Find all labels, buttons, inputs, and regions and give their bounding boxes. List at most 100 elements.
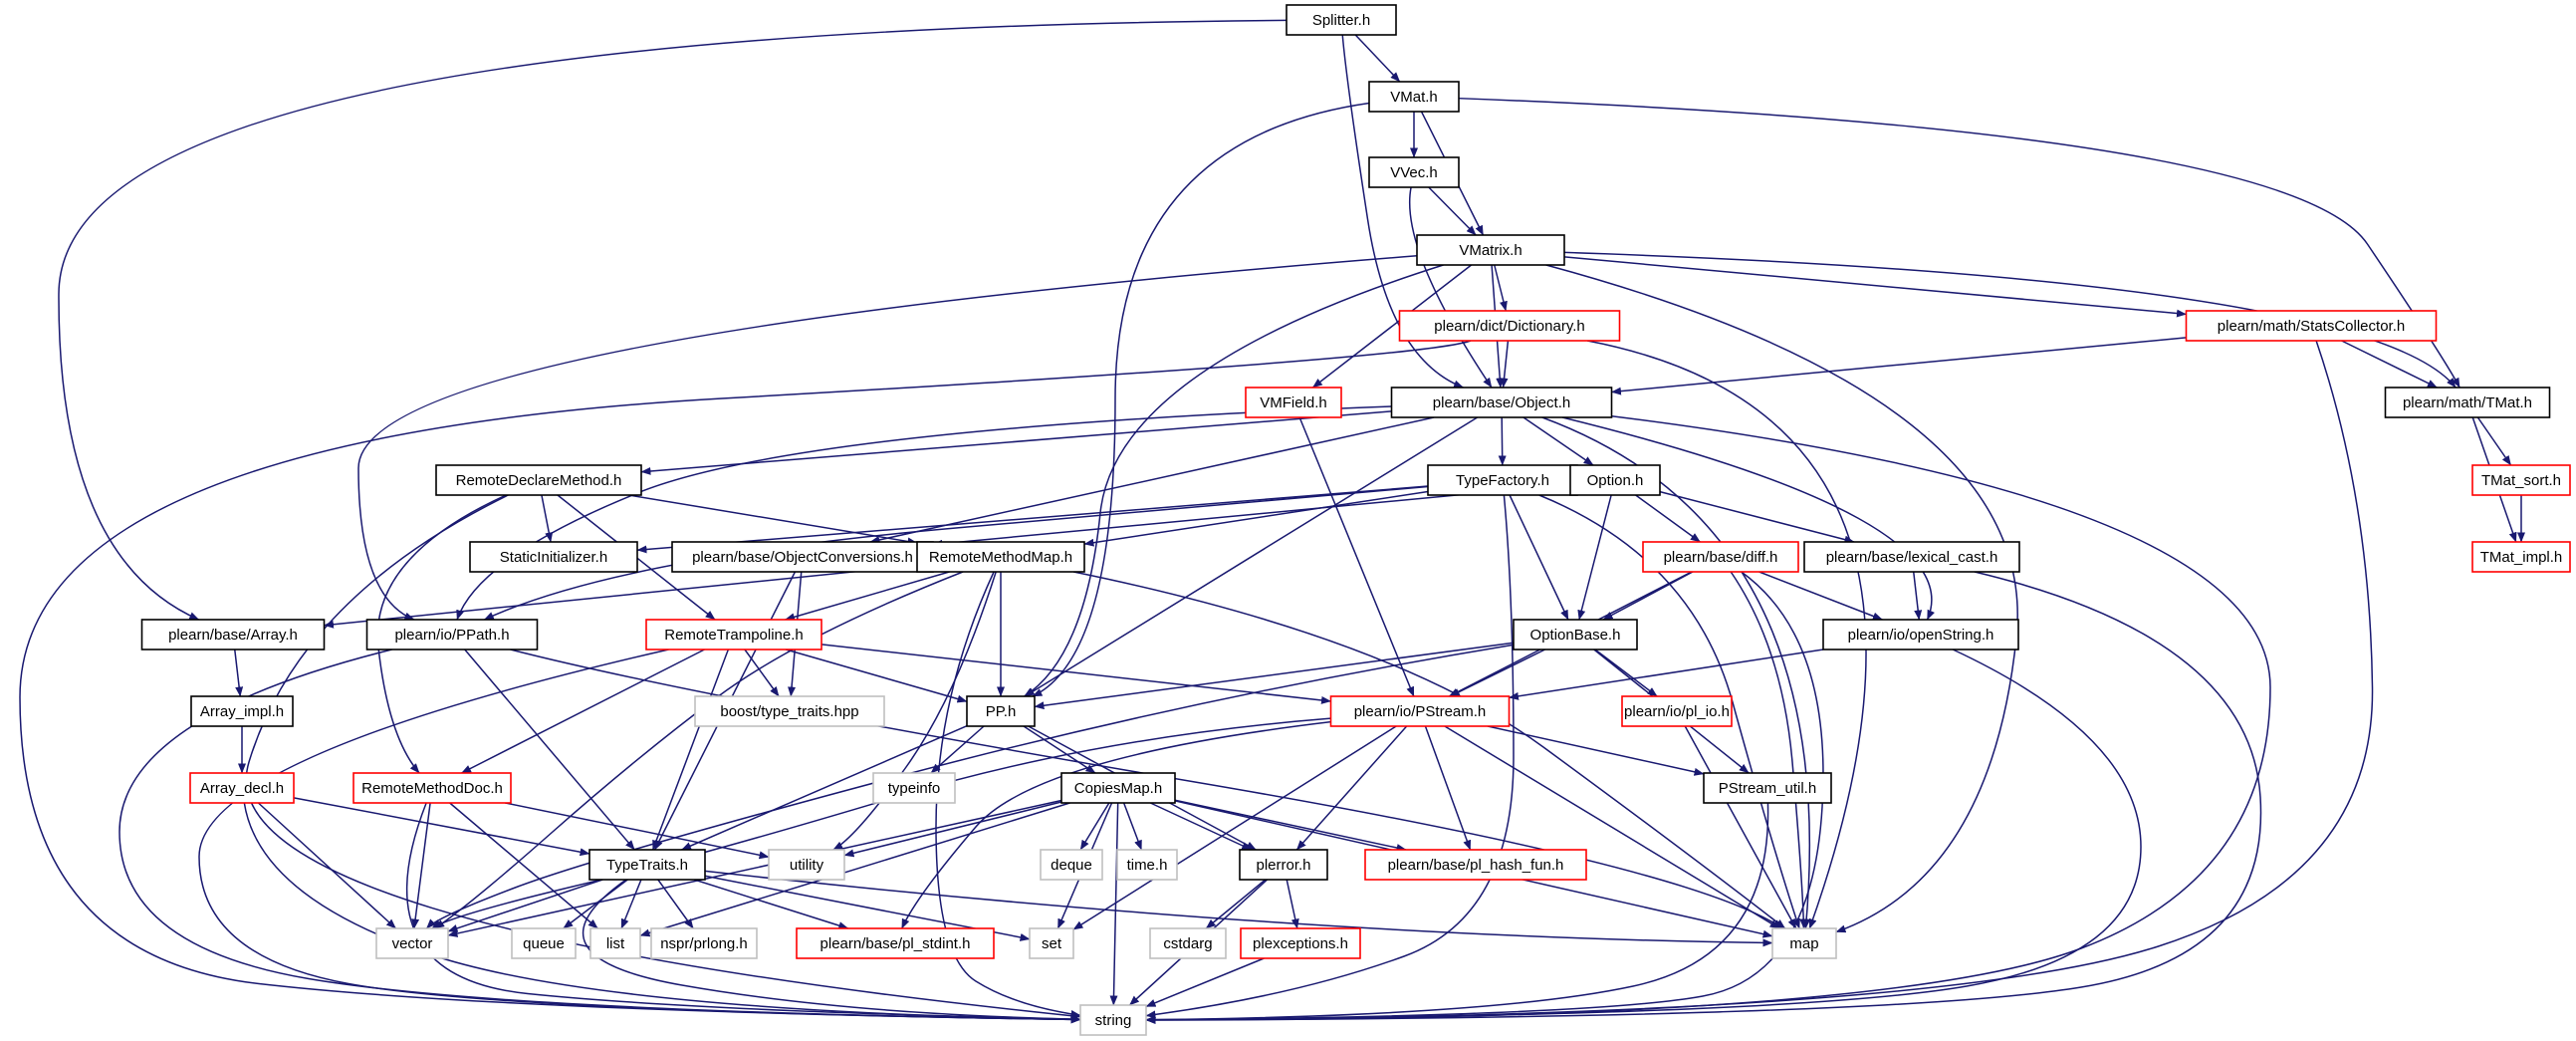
node-hashfun[interactable]: plearn/base/pl_hash_fun.h: [1364, 849, 1587, 881]
node-label: plearn/io/openString.h: [1848, 627, 1994, 644]
node-box: [140, 619, 326, 651]
node-label: RemoteMethodDoc.h: [361, 780, 503, 797]
node-label: plearn/io/PPath.h: [394, 627, 509, 644]
node-pp[interactable]: PP.h: [966, 695, 1036, 727]
node-tmatimpl[interactable]: TMat_impl.h: [2471, 541, 2571, 573]
node-objconv[interactable]: plearn/base/ObjectConversions.h: [671, 541, 934, 573]
node-label: plexceptions.h: [1253, 935, 1348, 952]
edge-optionbase-to-plio: [1594, 649, 1658, 697]
edge-copiesmap-to-list: [639, 802, 1070, 937]
node-optionbase[interactable]: OptionBase.h: [1513, 619, 1638, 651]
node-box: [645, 619, 822, 651]
node-option[interactable]: Option.h: [1569, 464, 1661, 496]
node-box: [694, 695, 885, 727]
node-tmatsort[interactable]: TMat_sort.h: [2471, 464, 2571, 496]
edge-layer: [19, 19, 2525, 1024]
node-ppath[interactable]: plearn/io/PPath.h: [365, 619, 539, 651]
edge-copiesmap-to-hashfun: [1174, 799, 1407, 852]
node-label: utility: [790, 857, 824, 874]
node-map: map: [1771, 927, 1837, 959]
node-label: VVec.h: [1390, 164, 1438, 181]
edge-copiesmap-to-string: [1109, 802, 1119, 1006]
edge-vmatrix-to-vmfield: [1311, 264, 1473, 389]
node-vmatrix[interactable]: VMatrix.h: [1416, 234, 1565, 266]
node-label: plearn/base/pl_hash_fun.h: [1388, 857, 1564, 874]
edge-vmatrix-to-statscollector: [1563, 256, 2187, 318]
node-openstring[interactable]: plearn/io/openString.h: [1822, 619, 2019, 651]
node-stdint[interactable]: plearn/base/pl_stdint.h: [796, 927, 995, 959]
node-prlong: nspr/prlong.h: [650, 927, 758, 959]
edge-vvec-to-object: [1408, 186, 1493, 389]
node-dictionary[interactable]: plearn/dict/Dictionary.h: [1398, 310, 1621, 342]
edge-typetraits-to-map: [704, 870, 1773, 947]
node-label: plearn/io/PStream.h: [1354, 703, 1487, 720]
edge-pp-to-typetraits: [681, 725, 968, 851]
node-box: [1079, 1004, 1147, 1036]
node-pstreamutil[interactable]: PStream_util.h: [1703, 772, 1832, 804]
edge-remotedoc-to-vector: [411, 802, 431, 929]
node-label: PStream_util.h: [1719, 780, 1816, 797]
node-box: [190, 695, 294, 727]
node-tmat[interactable]: plearn/math/TMat.h: [2384, 387, 2551, 418]
node-splitter[interactable]: Splitter.h: [1286, 4, 1397, 36]
node-typefactory[interactable]: TypeFactory.h: [1427, 464, 1578, 496]
node-label: time.h: [1127, 857, 1168, 874]
edge-typetraits-to-queue: [563, 879, 628, 929]
node-vmat[interactable]: VMat.h: [1368, 81, 1460, 113]
node-trampoline[interactable]: RemoteTrampoline.h: [645, 619, 822, 651]
node-copiesmap[interactable]: CopiesMap.h: [1060, 772, 1176, 804]
edge-copiesmap-to-vector: [447, 799, 1062, 937]
node-staticinit[interactable]: StaticInitializer.h: [469, 541, 638, 573]
node-set: set: [1029, 927, 1074, 959]
node-box: [1368, 156, 1460, 188]
node-remotedeclare[interactable]: RemoteDeclareMethod.h: [435, 464, 642, 496]
node-remotemap[interactable]: RemoteMethodMap.h: [916, 541, 1085, 573]
edge-dictionary-to-map: [1586, 340, 1867, 929]
edge-statscollector-to-tmat: [2341, 340, 2438, 389]
node-box: [1569, 464, 1661, 496]
edge-trampoline-to-boosttt: [744, 649, 780, 697]
node-plerror[interactable]: plerror.h: [1239, 849, 1328, 881]
edge-typetraits-to-vector: [447, 879, 603, 932]
node-remotedoc[interactable]: RemoteMethodDoc.h: [352, 772, 512, 804]
node-typetraits[interactable]: TypeTraits.h: [588, 849, 706, 881]
edge-optionbase-to-pp: [1034, 642, 1515, 710]
edge-option-to-optionbase: [1577, 494, 1612, 621]
edge-arraydecl-to-string: [243, 802, 1081, 1024]
node-vvec[interactable]: VVec.h: [1368, 156, 1460, 188]
node-label: plearn/base/Object.h: [1433, 394, 1570, 411]
node-label: VMField.h: [1260, 394, 1327, 411]
edge-remotemap-to-utility: [832, 571, 997, 851]
edge-remotedoc-to-list: [449, 802, 598, 929]
node-array[interactable]: plearn/base/Array.h: [140, 619, 326, 651]
edge-vmat-to-pp: [1032, 102, 1370, 697]
node-box: [1621, 695, 1733, 727]
node-object[interactable]: plearn/base/Object.h: [1390, 387, 1613, 418]
node-label: Splitter.h: [1312, 12, 1370, 29]
edge-typefactory-to-staticinit: [636, 485, 1429, 554]
node-plio[interactable]: plearn/io/pl_io.h: [1621, 695, 1733, 727]
node-label: Array_impl.h: [200, 703, 284, 720]
edge-statscollector-to-object: [1611, 337, 2187, 395]
node-lexcast[interactable]: plearn/base/lexical_cast.h: [1803, 541, 2020, 573]
edge-openstring-to-pstream: [1509, 649, 1824, 700]
node-plexceptions[interactable]: plexceptions.h: [1240, 927, 1361, 959]
node-box: [916, 541, 1085, 573]
node-boosttt: boost/type_traits.hpp: [694, 695, 885, 727]
node-label: nspr/prlong.h: [660, 935, 748, 952]
node-vmfield[interactable]: VMField.h: [1245, 387, 1342, 418]
node-label: plearn/base/diff.h: [1664, 549, 1778, 566]
edge-vmatrix-to-map: [1545, 264, 2018, 933]
edge-vmatrix-to-tmat: [1563, 251, 2457, 389]
node-statscollector[interactable]: plearn/math/StatsCollector.h: [2185, 310, 2438, 342]
node-arrayimpl[interactable]: Array_impl.h: [190, 695, 294, 727]
node-diff[interactable]: plearn/base/diff.h: [1642, 541, 1799, 573]
node-label: plearn/base/lexical_cast.h: [1826, 549, 1998, 566]
node-label: StaticInitializer.h: [500, 549, 607, 566]
edge-trampoline-to-pstream: [820, 644, 1331, 704]
node-pstream[interactable]: plearn/io/PStream.h: [1329, 695, 1511, 727]
node-arraydecl[interactable]: Array_decl.h: [189, 772, 295, 804]
edge-remotedeclare-to-staticinit: [541, 494, 554, 543]
edge-copiesmap-to-timeh: [1122, 802, 1143, 851]
